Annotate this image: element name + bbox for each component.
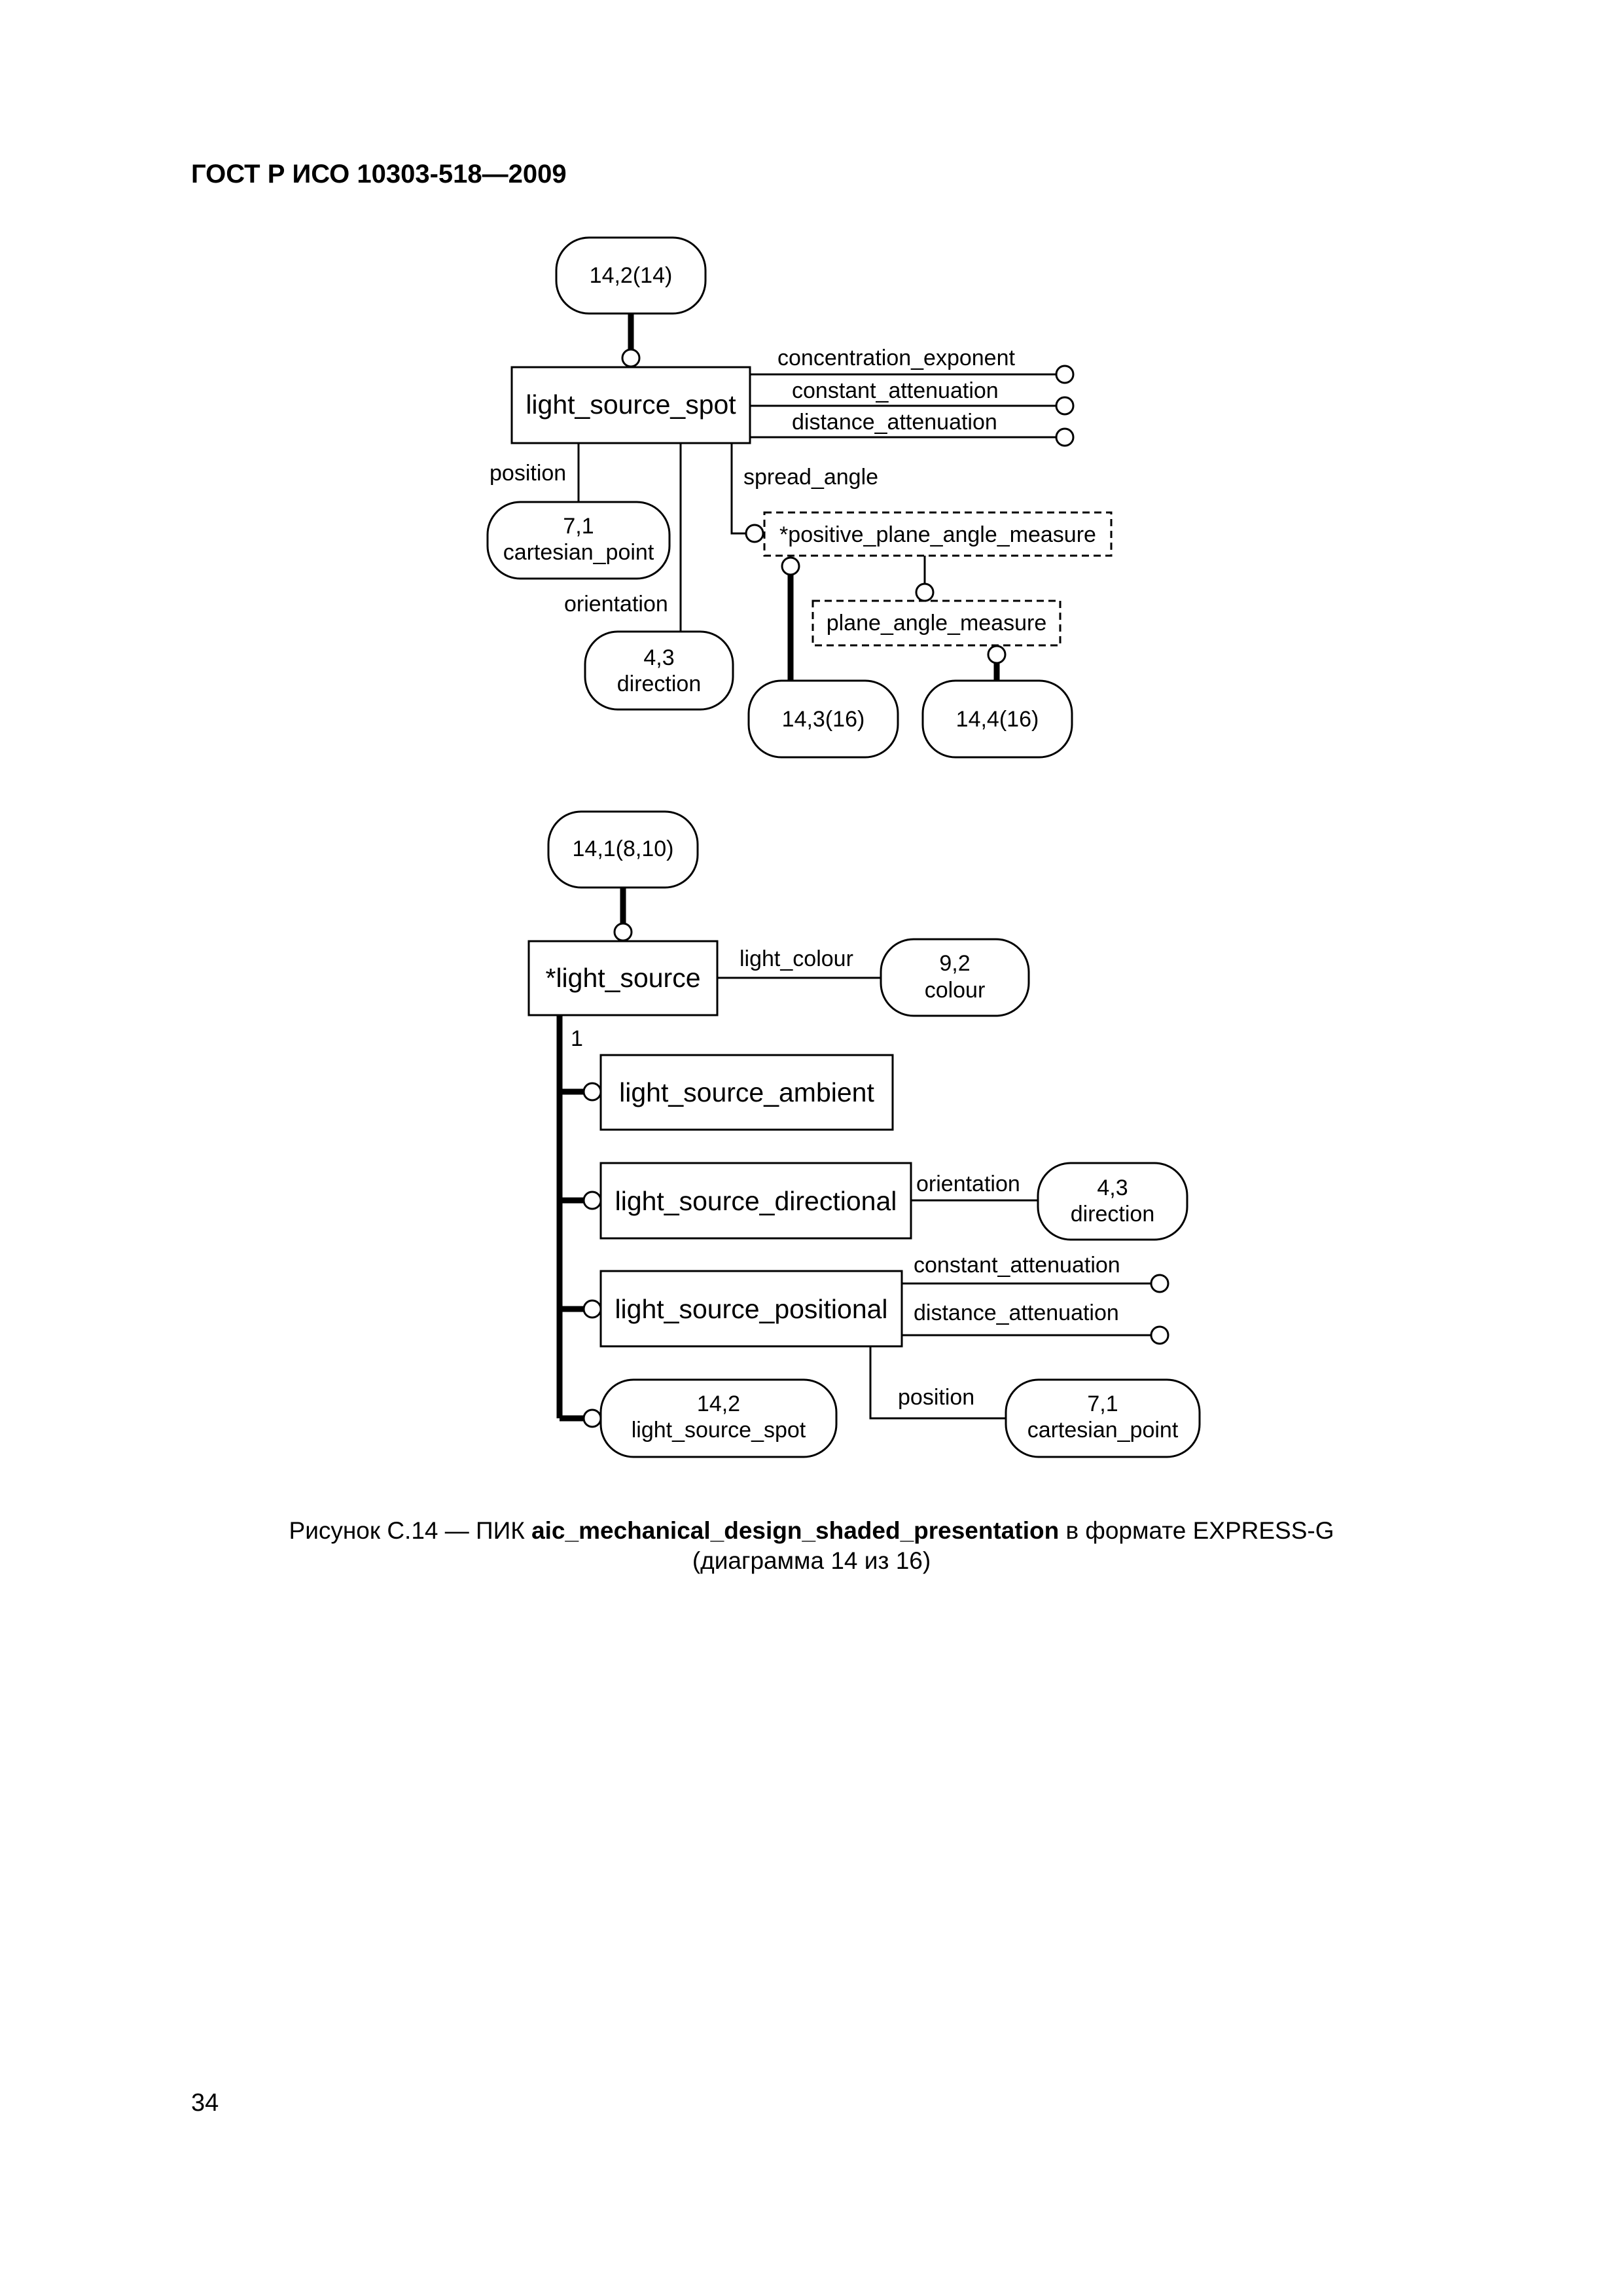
- pos-position-label: position: [898, 1385, 974, 1410]
- spread-angle-circle: [745, 524, 764, 543]
- subtype-one-label: 1: [571, 1026, 583, 1051]
- pos-distance-attenuation-label: distance_attenuation: [914, 1300, 1119, 1325]
- type-link-circle: [915, 583, 935, 602]
- ref-dir-4-3-box: [1037, 1162, 1188, 1241]
- spread-angle-line: [730, 443, 746, 535]
- position-label: position: [490, 461, 566, 486]
- ref-14-2-spot-box: [599, 1378, 838, 1458]
- entity-positional-label: light_source_positional: [615, 1294, 887, 1324]
- type-positive-label: *positive_plane_angle_measure: [779, 522, 1096, 547]
- ref-9-2-name: colour: [925, 978, 986, 1003]
- ref-14-3-16-label: 14,3(16): [782, 707, 865, 732]
- ref-9-2-num: 9,2: [939, 951, 970, 976]
- attr-distance-attenuation-label: distance_attenuation: [792, 410, 997, 435]
- dir-orientation-label: orientation: [916, 1172, 1020, 1196]
- attr-concentration-exponent-circle: [1055, 365, 1075, 384]
- attr-concentration-exponent-label: concentration_exponent: [777, 346, 1015, 370]
- ref-9-2-box: [880, 938, 1030, 1017]
- entity-directional-label: light_source_directional: [615, 1186, 897, 1216]
- pos-position-line: [869, 1346, 1006, 1420]
- entity-light-source-positional-box: [599, 1270, 903, 1348]
- entity-ambient-label: light_source_ambient: [619, 1077, 874, 1107]
- ref-dir-4-3-name: direction: [1071, 1202, 1155, 1227]
- ref-pos-7-1-name: cartesian_point: [1027, 1418, 1179, 1443]
- page-header: ГОСТ Р ИСО 10303-518—2009: [191, 160, 567, 188]
- attr-constant-attenuation-label: constant_attenuation: [792, 378, 999, 403]
- ref-14-4-16-label: 14,4(16): [956, 707, 1039, 732]
- branch-spot-circle: [582, 1408, 602, 1428]
- ref-7-1-box: [486, 501, 671, 580]
- figure-caption: Рисунок С.14 — ПИК aic_mechanical_design…: [196, 1516, 1427, 1546]
- pos-constant-attenuation-circle: [1150, 1274, 1169, 1293]
- ref-14-3-16-box: [747, 679, 899, 759]
- ref-7-1-name: cartesian_point: [503, 540, 654, 565]
- ref-pos-7-1-box: [1005, 1378, 1201, 1458]
- pos-distance-attenuation-circle: [1150, 1325, 1169, 1345]
- entity-light-source-label: *light_source: [545, 963, 700, 993]
- ref-14-4-16-box: [921, 679, 1073, 759]
- ref-4-3-num: 4,3: [643, 645, 674, 670]
- orientation-label: orientation: [564, 592, 668, 617]
- caption-suffix: в формате EXPRESS-G: [1059, 1517, 1334, 1544]
- light-colour-label: light_colour: [740, 946, 853, 971]
- ref-pos-7-1-num: 7,1: [1087, 1391, 1118, 1416]
- ref-14-2-spot-num: 14,2: [697, 1391, 740, 1416]
- caption-name: aic_mechanical_design_shaded_presentatio…: [531, 1517, 1060, 1544]
- ref-4-3-name: direction: [617, 672, 702, 696]
- attr-distance-attenuation-circle: [1055, 427, 1075, 447]
- type-positive-plane-angle-measure-box: [763, 511, 1113, 557]
- ref-14-1-circle: [613, 922, 633, 942]
- type-plane-angle-measure-box: [812, 600, 1061, 647]
- caption-prefix: Рисунок С.14 — ПИК: [289, 1517, 532, 1544]
- ref-14-1-8-10-label: 14,1(8,10): [573, 836, 674, 861]
- attr-constant-attenuation-circle: [1055, 396, 1075, 416]
- ref-4-3-box: [584, 630, 734, 711]
- entity-light-source-spot-label: light_source_spot: [526, 389, 736, 420]
- spread-angle-label: spread_angle: [743, 465, 878, 490]
- type-plane-label: plane_angle_measure: [827, 611, 1046, 636]
- ref-14-2-14-circle: [621, 348, 641, 368]
- entity-light-source-ambient-box: [599, 1054, 894, 1131]
- branch-directional-circle: [582, 1191, 602, 1210]
- ref-14-2-14-label: 14,2(14): [590, 263, 673, 288]
- supertype-circle-positive: [781, 556, 800, 576]
- ref-dir-4-3-num: 4,3: [1097, 1175, 1128, 1200]
- branch-positional-circle: [582, 1299, 602, 1319]
- plane-angle-underlying-circle: [987, 645, 1007, 664]
- figure-caption-line2: (диаграмма 14 из 16): [692, 1547, 931, 1574]
- page-number: 34: [191, 2089, 219, 2117]
- branch-ambient-circle: [582, 1082, 602, 1102]
- ref-14-2-spot-name: light_source_spot: [632, 1418, 806, 1443]
- ref-7-1-num: 7,1: [563, 514, 594, 539]
- pos-constant-attenuation-label: constant_attenuation: [914, 1253, 1120, 1278]
